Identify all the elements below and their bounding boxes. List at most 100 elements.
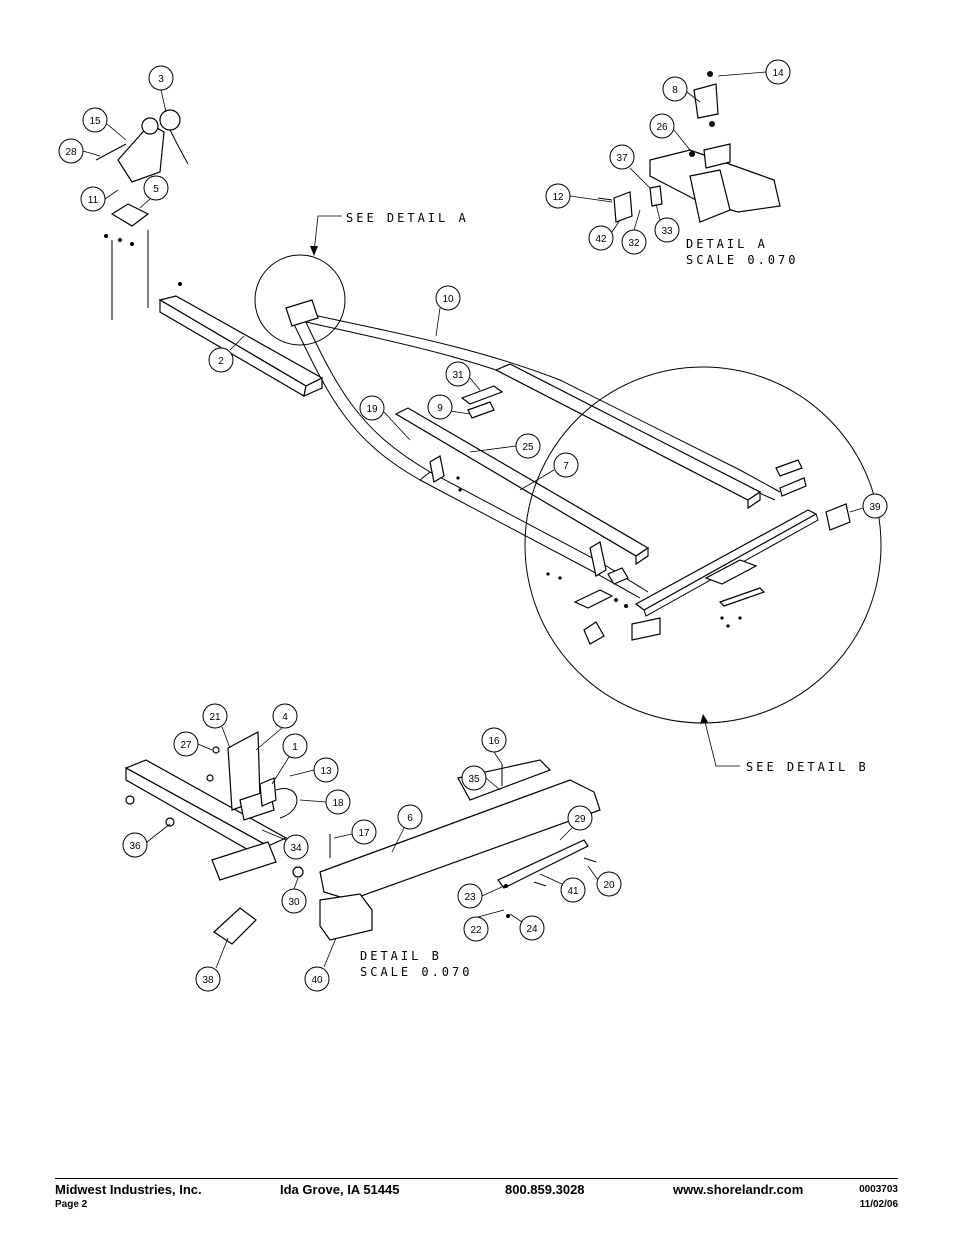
svg-text:3: 3 (158, 74, 164, 85)
svg-text:4: 4 (282, 712, 288, 723)
callout-10: 10 (435, 285, 461, 311)
svg-text:35: 35 (468, 774, 480, 785)
svg-text:24: 24 (526, 924, 538, 935)
detail-a-title: DETAIL A (686, 237, 768, 251)
callout-20: 20 (596, 871, 622, 897)
svg-text:29: 29 (574, 814, 586, 825)
leader-line (481, 885, 505, 897)
svg-text:16: 16 (488, 736, 500, 747)
leader-line (849, 507, 864, 513)
callout-8: 8 (662, 76, 688, 102)
leader-line (569, 195, 613, 203)
leader-line (559, 827, 573, 841)
svg-text:8: 8 (672, 85, 678, 96)
svg-text:11: 11 (88, 195, 99, 206)
svg-text:33: 33 (661, 226, 673, 237)
footer-website[interactable]: www.shorelandr.com (673, 1182, 804, 1197)
callout-12: 12 (545, 183, 571, 209)
svg-text:18: 18 (332, 798, 344, 809)
leader-line (469, 377, 481, 391)
leader-line (717, 71, 767, 77)
callout-39: 39 (862, 493, 888, 519)
leader-line (289, 769, 315, 777)
svg-text:23: 23 (464, 892, 476, 903)
callout-34: 34 (283, 834, 309, 860)
svg-text:21: 21 (209, 712, 221, 723)
callout-1: 1 (282, 733, 308, 759)
svg-text:5: 5 (153, 184, 159, 195)
svg-text:25: 25 (522, 442, 534, 453)
svg-text:36: 36 (129, 841, 141, 852)
callout-14: 14 (765, 59, 791, 85)
svg-text:38: 38 (202, 975, 214, 986)
winch-assembly (95, 109, 189, 320)
svg-text:32: 32 (628, 238, 640, 249)
svg-text:28: 28 (65, 147, 77, 158)
callout-32: 32 (621, 229, 647, 255)
leader-line (299, 799, 327, 803)
svg-text:26: 26 (656, 122, 668, 133)
callout-17: 17 (351, 819, 377, 845)
callout-19: 19 (359, 395, 385, 421)
svg-text:19: 19 (366, 404, 378, 415)
footer-phone: 800.859.3028 (505, 1182, 585, 1197)
callout-41: 41 (560, 877, 586, 903)
callout-33: 33 (654, 217, 680, 243)
leader-line (633, 209, 641, 231)
leader-line (139, 198, 151, 209)
detail-a-scale: SCALE 0.070 (686, 253, 798, 267)
leader-line (215, 937, 229, 969)
svg-text:9: 9 (437, 403, 443, 414)
leader-line (197, 743, 213, 751)
leader-line (146, 823, 171, 843)
callout-25: 25 (515, 433, 541, 459)
callout-24: 24 (519, 915, 545, 941)
leader-line (323, 937, 337, 968)
leader-line (391, 827, 405, 853)
leader-line (229, 335, 245, 351)
detail-pointers (310, 215, 740, 767)
footer-page-number: Page 2 (55, 1199, 88, 1210)
callout-36: 36 (122, 832, 148, 858)
leader-line (493, 751, 503, 765)
leader-line (221, 726, 231, 749)
callout-4: 4 (272, 703, 298, 729)
detail-a-coupler (597, 71, 781, 223)
leader-line (271, 756, 290, 785)
callout-2: 2 (208, 347, 234, 373)
leader-line (686, 91, 701, 103)
main-trailer-frame (158, 254, 882, 724)
leader-line (333, 833, 353, 839)
svg-text:34: 34 (290, 843, 302, 854)
leader-line (160, 89, 167, 113)
footer-date: 11/02/06 (859, 1199, 898, 1210)
callout-27: 27 (173, 731, 199, 757)
svg-text:13: 13 (320, 766, 332, 777)
callout-29: 29 (567, 805, 593, 831)
callout-38: 38 (195, 966, 221, 992)
callout-40: 40 (304, 966, 330, 992)
see-detail-b-label: SEE DETAIL B (746, 760, 869, 774)
svg-text:7: 7 (563, 461, 569, 472)
svg-text:40: 40 (311, 975, 323, 986)
leader-line (629, 167, 651, 189)
svg-text:17: 17 (358, 828, 370, 839)
leader-line (673, 129, 691, 151)
svg-text:15: 15 (89, 116, 101, 127)
svg-text:39: 39 (869, 502, 881, 513)
leader-line (509, 913, 523, 923)
svg-text:1: 1 (292, 742, 298, 753)
callout-37: 37 (609, 144, 635, 170)
callout-31: 31 (445, 361, 471, 387)
callout-30: 30 (281, 888, 307, 914)
leader-line (435, 307, 441, 337)
svg-text:22: 22 (470, 925, 482, 936)
callout-9: 9 (427, 394, 453, 420)
callout-42: 42 (588, 225, 614, 251)
svg-text:37: 37 (616, 153, 628, 164)
callout-21: 21 (202, 703, 228, 729)
callout-35: 35 (461, 765, 487, 791)
footer-address: Ida Grove, IA 51445 (280, 1182, 400, 1197)
